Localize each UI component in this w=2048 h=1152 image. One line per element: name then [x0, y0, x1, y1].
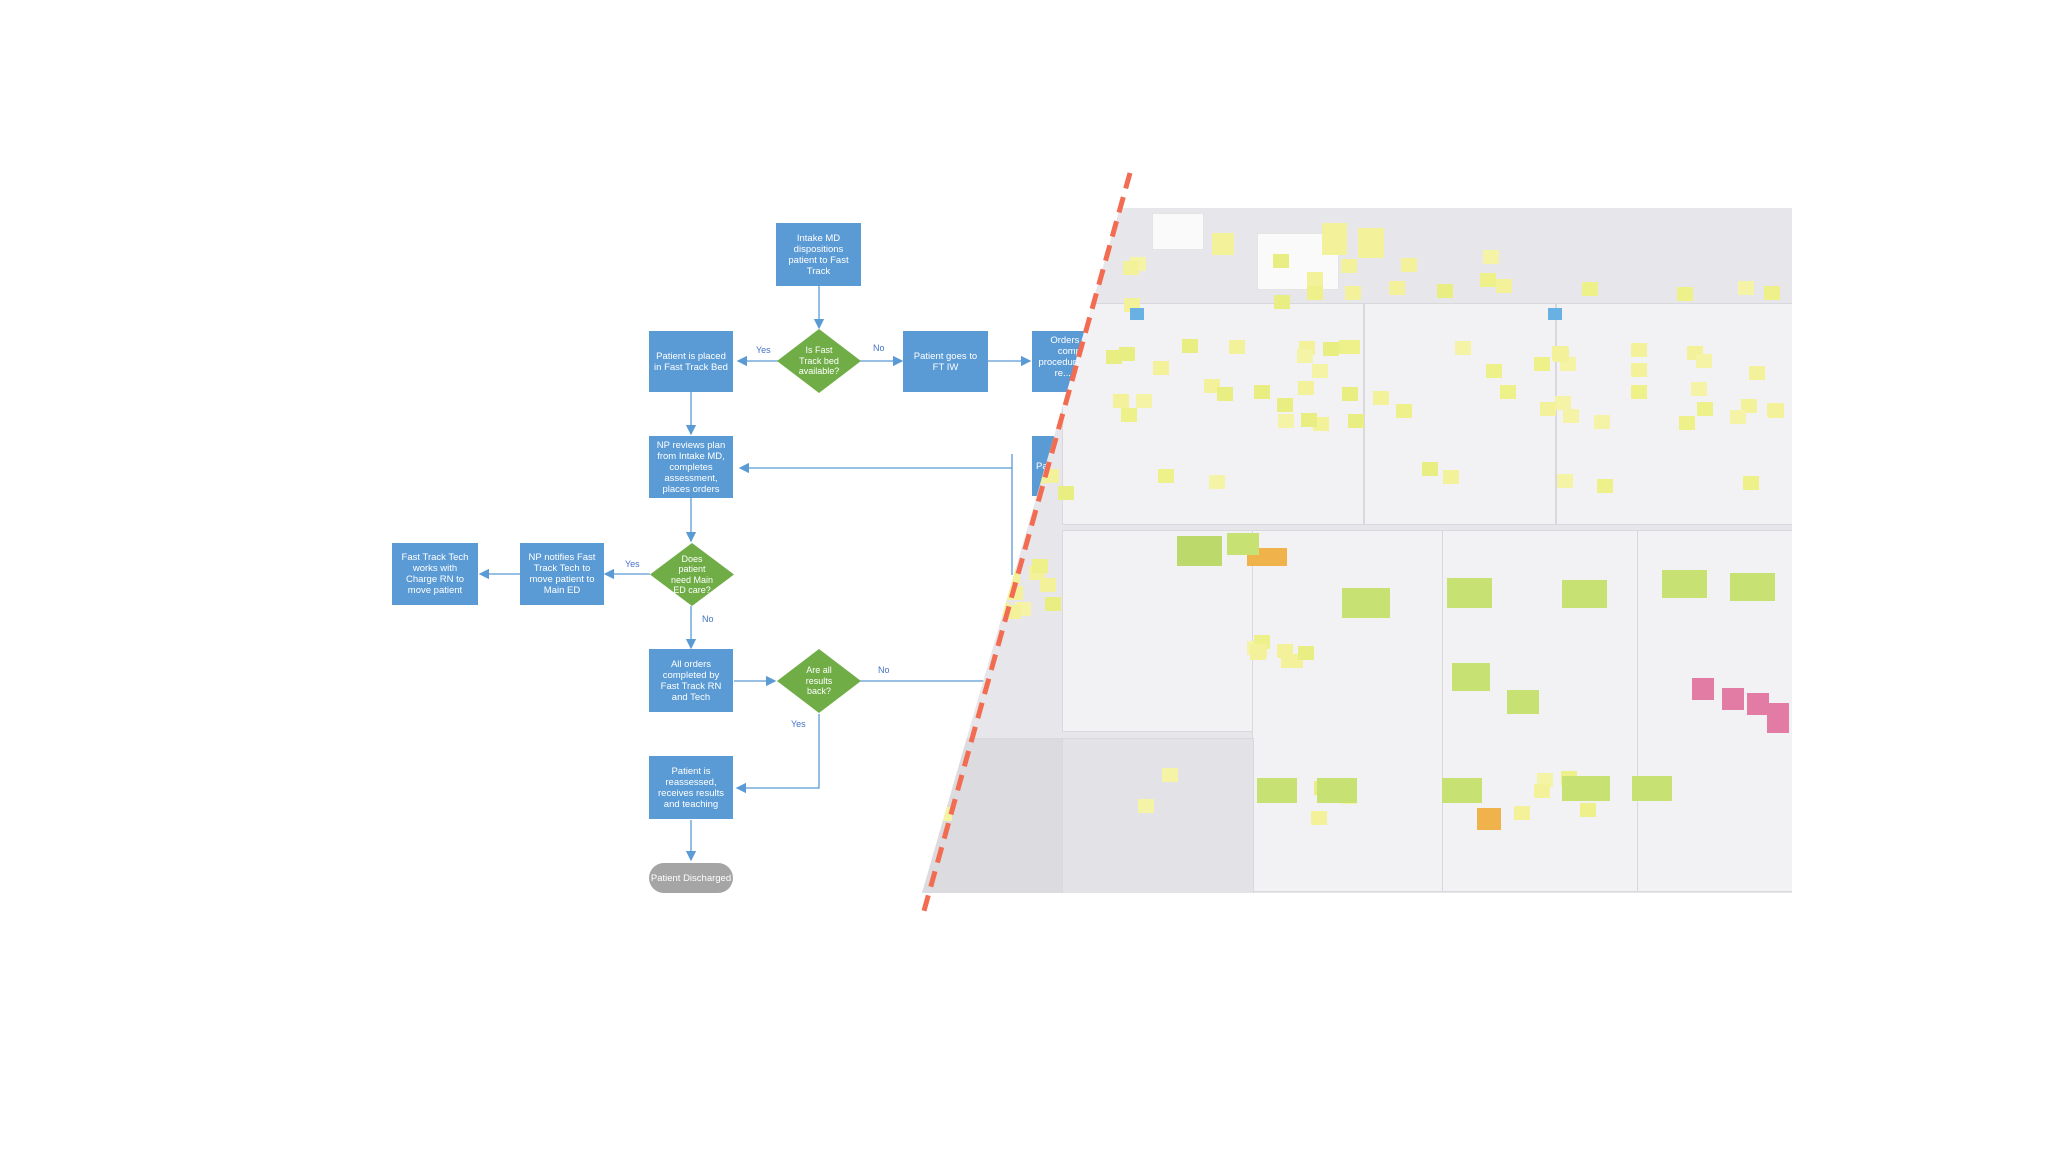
- diagonal-divider: [0, 0, 2048, 1152]
- slide: Intake MD dispositions patient to Fast T…: [0, 0, 2048, 1152]
